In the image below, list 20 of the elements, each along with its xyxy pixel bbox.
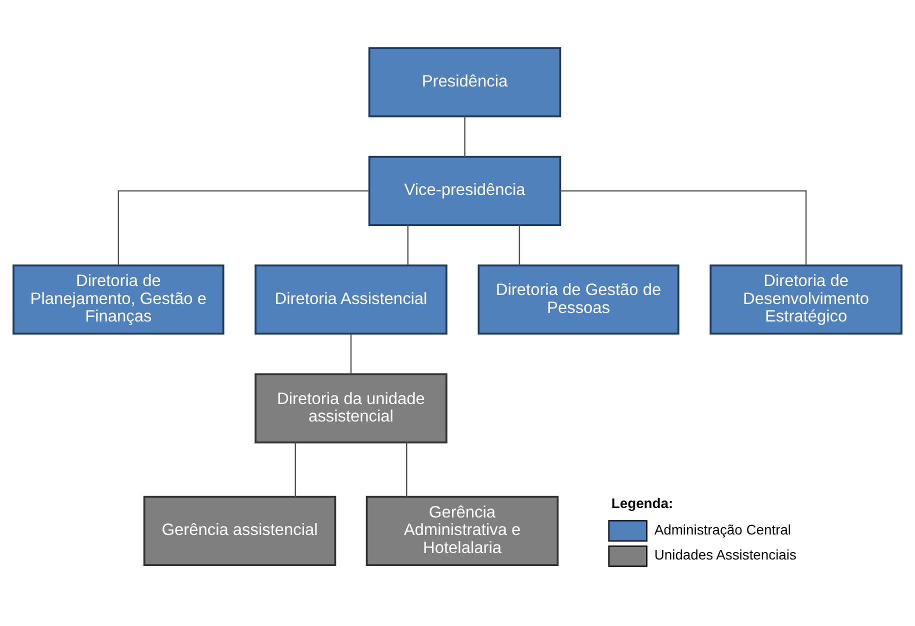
node-box: Gerência Administrativa e Hotelalaria <box>366 495 559 566</box>
connector <box>407 224 409 265</box>
node-box: Diretoria de Planejamento, Gestão e Finanças <box>12 264 224 334</box>
connector <box>464 116 466 156</box>
connector <box>560 190 807 265</box>
node-box: Diretoria de Desenvolvimento Estratégico <box>710 264 902 334</box>
node-box: Vice-presidência <box>368 155 562 226</box>
node-box: Gerência assistencial <box>143 495 336 566</box>
connector <box>350 334 352 374</box>
node-box: Diretoria de Gestão de Pessoas <box>478 264 680 334</box>
connector <box>118 190 370 265</box>
connector <box>406 442 408 496</box>
node-box: Diretoria da unidade assistencial <box>254 372 448 443</box>
legend-label: Unidades Assistenciais <box>654 546 796 562</box>
connector <box>518 224 520 265</box>
connector <box>294 442 296 496</box>
label: Legenda: <box>611 494 674 510</box>
node-box: Diretoria Assistencial <box>254 264 448 334</box>
node-box: Presidência <box>368 46 562 117</box>
legend-label: Administração Central <box>654 520 792 537</box>
